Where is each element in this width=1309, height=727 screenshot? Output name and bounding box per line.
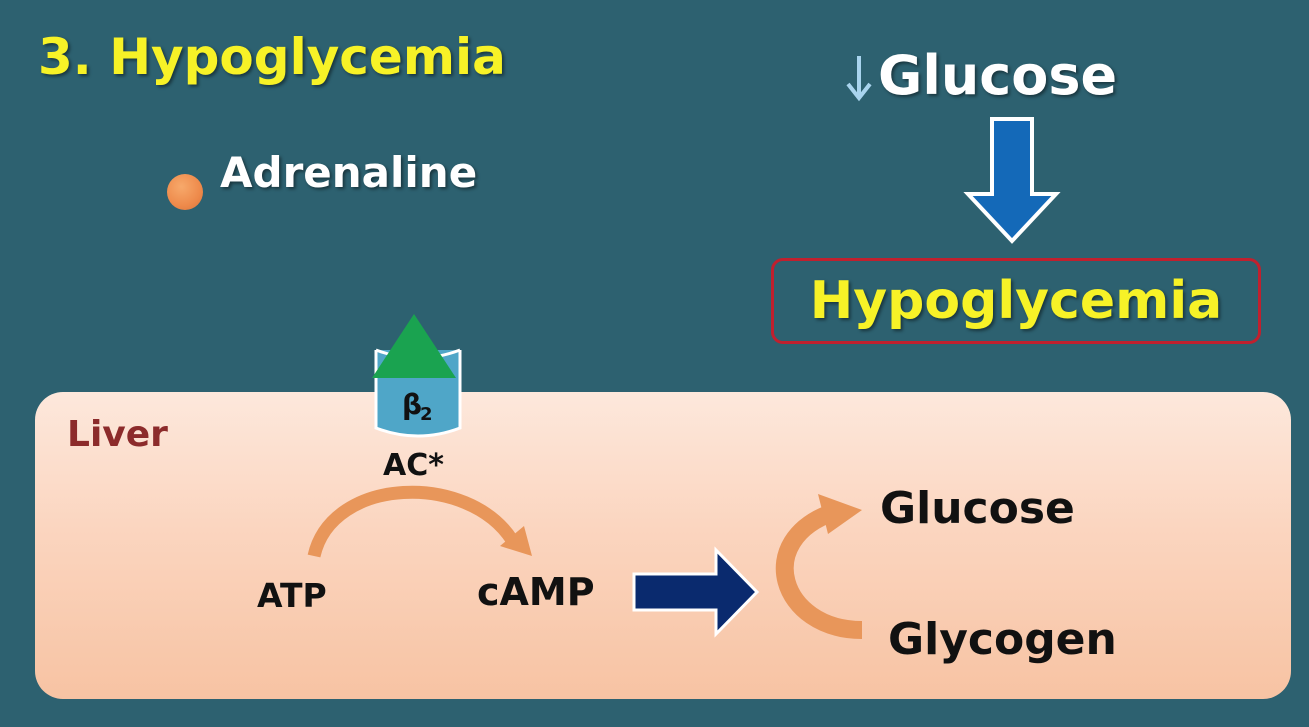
liver-label: Liver <box>67 414 168 455</box>
beta2-receptor-icon: β 2 <box>372 314 462 438</box>
adrenaline-label: Adrenaline <box>220 148 478 197</box>
atp-to-camp-arrow <box>307 485 518 558</box>
atp-label: ATP <box>257 576 327 615</box>
adrenaline-bullet-icon <box>167 174 203 210</box>
glycogen-to-glucose-arrow <box>775 503 863 639</box>
down-arrow-icon <box>963 117 1061 244</box>
glucose-top-label: Glucose <box>878 44 1118 107</box>
atp-to-camp-arrowhead <box>500 526 532 556</box>
liver-cell <box>35 392 1291 699</box>
glycogen-to-glucose-arrowhead <box>818 494 862 534</box>
decrease-arrow-icon <box>846 56 872 102</box>
navy-right-arrow-icon <box>632 546 760 638</box>
slide-title: 3. Hypoglycemia <box>38 28 506 86</box>
receptor-subscript: 2 <box>420 404 433 425</box>
camp-label: cAMP <box>477 570 595 614</box>
glucose-product-label: Glucose <box>880 483 1075 534</box>
receptor-symbol: β <box>402 388 422 421</box>
hypoglycemia-label: Hypoglycemia <box>809 271 1223 331</box>
adenylyl-cyclase-label: AC* <box>383 448 444 483</box>
hypoglycemia-box: Hypoglycemia <box>771 258 1261 344</box>
glycogen-label: Glycogen <box>888 614 1117 665</box>
